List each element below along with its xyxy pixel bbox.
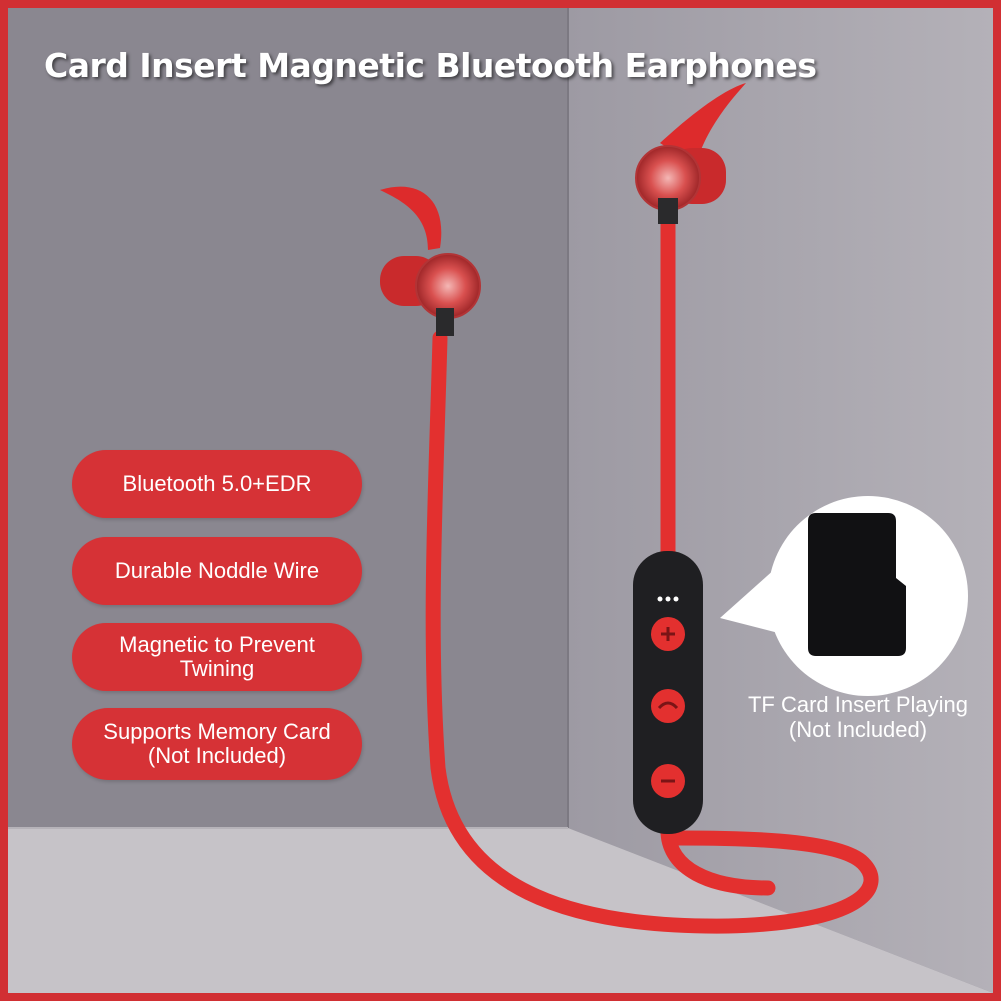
call-button[interactable] [651, 689, 685, 723]
plus-icon [661, 627, 675, 641]
volume-up-button[interactable] [651, 617, 685, 651]
tf-card-caption: TF Card Insert Playing (Not Included) [708, 692, 993, 742]
phone-icon [657, 701, 679, 710]
feature-label: Bluetooth 5.0+EDR [122, 471, 312, 496]
floor [8, 828, 993, 993]
tf-card-callout [720, 496, 968, 696]
product-scene [8, 8, 993, 993]
tf-caption-line: TF Card Insert Playing [747, 692, 969, 717]
right-earbud [635, 83, 746, 224]
feature-label: Supports Memory Card [103, 719, 331, 744]
page-title: Card Insert Magnetic Bluetooth Earphones [44, 46, 817, 85]
feature-badge-magnetic: Magnetic to Prevent Twining [72, 623, 362, 691]
tf-card-icon [808, 513, 906, 656]
feature-badge-wire: Durable Noddle Wire [72, 537, 362, 605]
left-earbud [380, 186, 481, 336]
inline-remote [633, 551, 703, 834]
volume-down-button[interactable] [651, 764, 685, 798]
earphone-cable [425, 215, 879, 934]
feature-label: (Not Included) [147, 743, 287, 768]
feature-label: Durable Noddle Wire [114, 558, 320, 583]
feature-badge-memory-card: Supports Memory Card (Not Included) [72, 708, 362, 780]
feature-label: Magnetic to Prevent [119, 632, 315, 657]
feature-badge-bluetooth: Bluetooth 5.0+EDR [72, 450, 362, 518]
feature-label: Twining [179, 656, 255, 681]
product-image: Card Insert Magnetic Bluetooth Earphones… [8, 8, 993, 993]
tf-caption-line: (Not Included) [788, 717, 928, 742]
